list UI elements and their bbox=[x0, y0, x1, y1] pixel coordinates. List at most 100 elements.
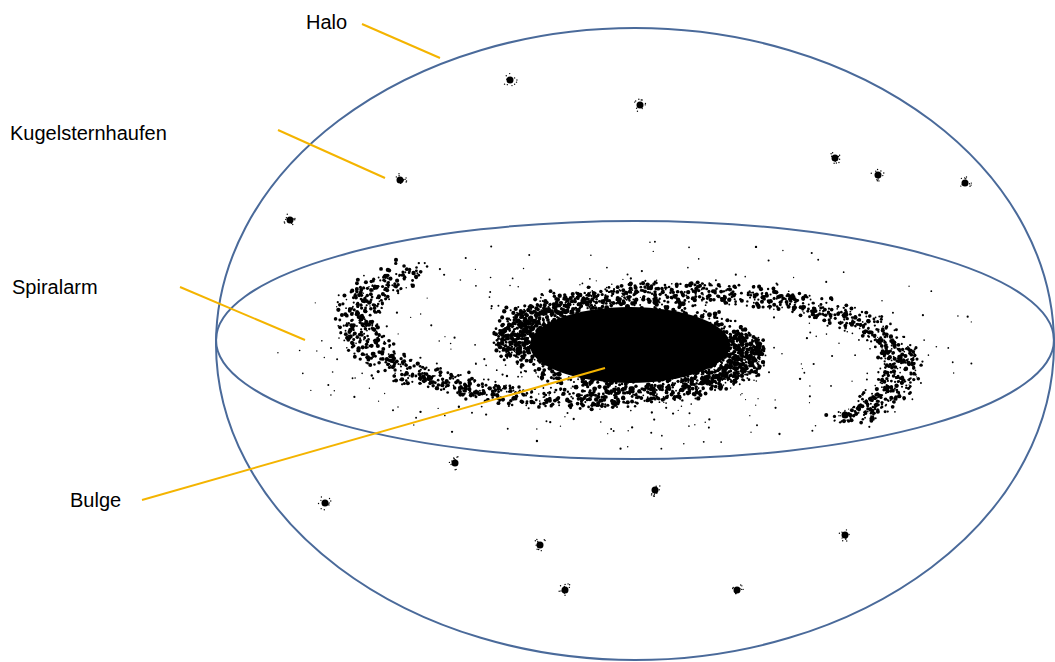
star-dot bbox=[752, 291, 754, 293]
star-dot bbox=[824, 413, 828, 417]
star-dot bbox=[752, 305, 756, 309]
star-dot bbox=[692, 392, 696, 396]
star-dot bbox=[844, 330, 846, 332]
star-dot bbox=[654, 280, 657, 283]
star-dot bbox=[482, 389, 485, 392]
star-dot bbox=[356, 325, 358, 327]
star-dot bbox=[738, 284, 741, 287]
star-dot bbox=[403, 382, 406, 385]
star-dot bbox=[497, 344, 500, 347]
star-dot bbox=[883, 354, 886, 357]
bulge-core bbox=[530, 307, 730, 383]
star-dot bbox=[907, 347, 910, 350]
star-dot bbox=[503, 358, 506, 361]
star-dot bbox=[877, 371, 879, 373]
star-dot bbox=[884, 366, 887, 369]
star-dot bbox=[803, 312, 805, 314]
star-dot bbox=[878, 338, 882, 342]
star-dot bbox=[595, 301, 598, 304]
star-dot bbox=[619, 290, 621, 292]
star-dot bbox=[615, 302, 617, 304]
star-dot bbox=[780, 294, 784, 298]
star-dot bbox=[411, 279, 414, 282]
star-dot bbox=[826, 325, 828, 327]
star-dot bbox=[522, 319, 526, 323]
star-dot bbox=[875, 417, 877, 419]
star-dot bbox=[844, 303, 848, 307]
star-dot bbox=[558, 401, 561, 404]
star-dot bbox=[387, 269, 391, 273]
star-dot bbox=[543, 305, 546, 308]
star-dot bbox=[812, 302, 815, 305]
star-dot bbox=[499, 351, 501, 353]
star-dot bbox=[516, 336, 519, 339]
star-dot bbox=[827, 310, 830, 313]
star-dot bbox=[887, 374, 890, 377]
star-dot bbox=[550, 315, 552, 317]
star-dot bbox=[533, 297, 537, 301]
star-dot bbox=[654, 287, 657, 290]
star-dot bbox=[580, 401, 582, 403]
star-dot bbox=[724, 302, 727, 305]
star-dot bbox=[392, 289, 394, 291]
star-dot bbox=[561, 392, 565, 396]
star-dot bbox=[852, 414, 856, 418]
star-dot bbox=[776, 295, 780, 299]
star-dot bbox=[538, 316, 541, 319]
star-dot bbox=[808, 315, 811, 318]
star-dot bbox=[881, 329, 885, 333]
star-dot bbox=[850, 417, 852, 419]
star-dot bbox=[408, 366, 411, 369]
star-dot bbox=[702, 388, 704, 390]
star-dot bbox=[620, 284, 624, 288]
star-dot bbox=[853, 316, 856, 319]
star-dot bbox=[880, 344, 884, 348]
star-dot bbox=[693, 283, 696, 286]
star-dot bbox=[884, 360, 886, 362]
star-dot bbox=[581, 404, 584, 407]
star-dot bbox=[630, 291, 632, 293]
star-dot bbox=[890, 380, 893, 383]
star-dot bbox=[341, 302, 344, 305]
star-dot bbox=[896, 343, 900, 347]
star-dot bbox=[586, 307, 588, 309]
star-dot bbox=[692, 289, 695, 292]
star-dot bbox=[784, 298, 786, 300]
star-dot bbox=[854, 316, 856, 318]
star-dot bbox=[892, 369, 896, 373]
star-dot bbox=[356, 311, 360, 315]
star-dot bbox=[872, 400, 874, 402]
star-dot bbox=[393, 374, 396, 377]
star-dot bbox=[608, 286, 610, 288]
star-dot bbox=[723, 295, 727, 299]
star-dot bbox=[534, 334, 538, 338]
star-dot bbox=[839, 322, 842, 325]
star-dot bbox=[540, 304, 542, 306]
star-dot bbox=[754, 299, 756, 301]
star-dot bbox=[506, 320, 508, 322]
star-dot bbox=[871, 393, 873, 395]
star-dot bbox=[548, 303, 551, 306]
star-dot bbox=[875, 317, 877, 319]
star-dot bbox=[897, 394, 901, 398]
star-dot bbox=[530, 396, 533, 399]
star-dot bbox=[717, 283, 721, 287]
star-dot bbox=[615, 386, 617, 388]
star-dot bbox=[611, 295, 613, 297]
star-dot bbox=[559, 301, 562, 304]
star-dot bbox=[500, 323, 504, 327]
star-dot bbox=[501, 341, 503, 343]
star-dot bbox=[789, 303, 791, 305]
star-dot bbox=[487, 379, 489, 381]
star-dot bbox=[837, 311, 840, 314]
star-dot bbox=[701, 287, 703, 289]
star-dot bbox=[732, 285, 736, 289]
star-dot bbox=[903, 351, 905, 353]
star-dot bbox=[352, 334, 354, 336]
star-dot bbox=[639, 282, 642, 285]
star-dot bbox=[371, 296, 374, 299]
star-dot bbox=[394, 262, 397, 265]
star-dot bbox=[866, 405, 868, 407]
star-dot bbox=[859, 323, 862, 326]
star-dot bbox=[757, 285, 761, 289]
